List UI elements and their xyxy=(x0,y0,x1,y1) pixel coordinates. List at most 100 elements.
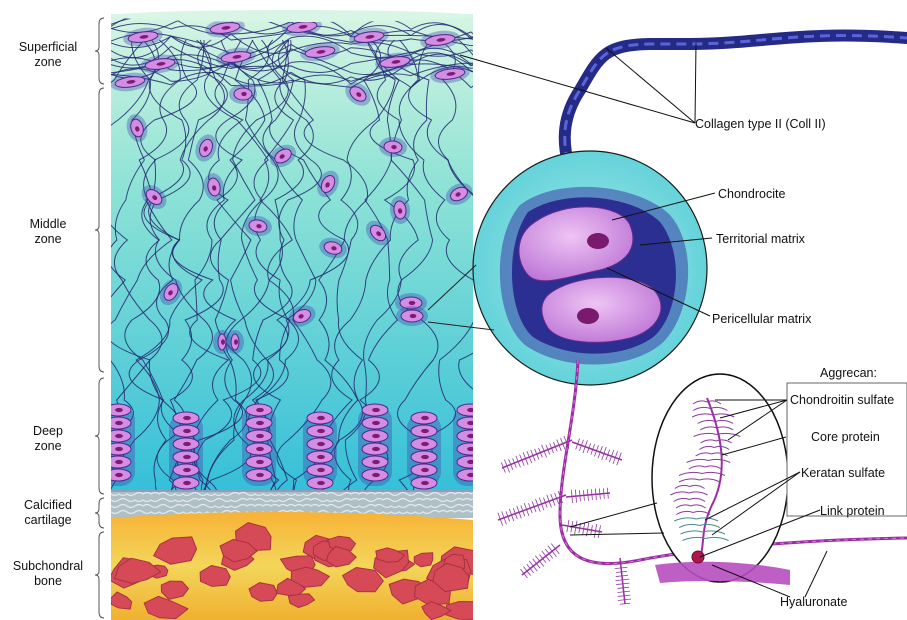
aggrecan-core xyxy=(572,442,622,460)
aggrecan-core xyxy=(522,545,560,575)
zone-brace xyxy=(95,18,104,84)
zone-calcified-line2: cartilage xyxy=(24,513,71,527)
cell-nucleus xyxy=(183,416,191,420)
chondrocyte xyxy=(396,306,428,326)
aggrecan-molecule xyxy=(615,558,631,604)
chondrocyte xyxy=(411,451,437,463)
zone-subchondral-line2: bone xyxy=(34,574,62,588)
cell-nucleus xyxy=(372,460,380,464)
chondrocyte xyxy=(105,404,131,416)
chondrocyte xyxy=(457,469,483,481)
cell-nucleus xyxy=(256,408,264,412)
glycosaminoglycan xyxy=(542,551,550,561)
cell-nucleus xyxy=(183,481,191,485)
cell-nucleus xyxy=(421,468,429,472)
surface-edge xyxy=(111,10,473,22)
chondrocyte xyxy=(173,477,199,489)
aggrecan-molecule xyxy=(501,436,572,473)
chondrocyte xyxy=(411,464,437,476)
chondrocyte xyxy=(229,84,257,104)
label-link-protein: Link protein xyxy=(820,504,885,518)
cell-nucleus xyxy=(467,434,475,438)
cell-nucleus xyxy=(256,434,264,438)
chondrocyte xyxy=(411,438,437,450)
chondrocyte xyxy=(457,456,483,468)
cell-nucleus xyxy=(410,314,417,318)
glycosaminoglycan xyxy=(583,490,584,500)
cell-nucleus xyxy=(256,473,264,477)
zone-labels: Superficial zone Middle zone Deep zone C… xyxy=(13,40,83,588)
zone-brace xyxy=(95,498,104,528)
cell-nucleus xyxy=(183,455,191,459)
cell-nucleus xyxy=(467,460,475,464)
glycosaminoglycan xyxy=(548,546,557,557)
cell-nucleus xyxy=(409,301,416,305)
cell-nucleus xyxy=(421,429,429,433)
chondrocyte xyxy=(246,456,272,468)
cell-nucleus xyxy=(115,421,123,425)
cell-nucleus xyxy=(183,468,191,472)
zone-deep-line2: zone xyxy=(34,439,61,453)
chondrocyte xyxy=(307,477,333,489)
cell-nucleus xyxy=(372,473,380,477)
cell-nucleus xyxy=(221,339,225,345)
chondrocyte xyxy=(307,438,333,450)
chondrocyte xyxy=(307,451,333,463)
chondrocyte xyxy=(105,456,131,468)
glycosaminoglycan xyxy=(595,488,596,500)
label-collagen: Collagen type II (Coll II) xyxy=(695,117,826,131)
chondrocyte xyxy=(105,469,131,481)
cell-nucleus xyxy=(467,447,475,451)
chondrocyte xyxy=(362,443,388,455)
glycosaminoglycan xyxy=(579,490,580,501)
link-protein-dot xyxy=(692,551,704,563)
cell-nucleus xyxy=(256,460,264,464)
chondrocyte xyxy=(246,404,272,416)
cell-nucleus xyxy=(372,434,380,438)
chondrocyte xyxy=(307,464,333,476)
label-pericellular-matrix: Pericellular matrix xyxy=(712,312,812,326)
cell-nucleus xyxy=(115,434,123,438)
chondrocyte xyxy=(362,404,388,416)
cell-nucleus xyxy=(317,481,325,485)
chondrocyte-lower xyxy=(542,277,661,342)
glycosaminoglycan xyxy=(551,544,559,554)
chondrocyte xyxy=(173,425,199,437)
chondrocyte xyxy=(307,412,333,424)
cell-nucleus xyxy=(317,416,325,420)
chondrocyte xyxy=(173,451,199,463)
cell-nucleus xyxy=(256,421,264,425)
zone-middle-line2: zone xyxy=(34,232,61,246)
zone-brace xyxy=(95,532,104,618)
nucleus-upper xyxy=(587,233,609,249)
label-territorial-matrix: Territorial matrix xyxy=(716,232,806,246)
chondrocyte xyxy=(246,469,272,481)
zone-superficial-line1: Superficial xyxy=(19,40,77,54)
cell-nucleus xyxy=(467,473,475,477)
chondrocyte xyxy=(246,443,272,455)
aggrecan-molecule xyxy=(498,491,566,526)
chondrocyte xyxy=(362,417,388,429)
cell-nucleus xyxy=(421,442,429,446)
zone-brace xyxy=(95,378,104,494)
chondrocyte xyxy=(226,330,244,354)
chondrocyte xyxy=(411,425,437,437)
label-core-protein: Core protein xyxy=(811,430,880,444)
cell-nucleus xyxy=(115,408,123,412)
chondrocyte xyxy=(457,443,483,455)
chondrocyte xyxy=(457,430,483,442)
cell-nucleus xyxy=(421,455,429,459)
aggrecan-molecule xyxy=(520,544,560,578)
zone-superficial-line2: zone xyxy=(34,55,61,69)
zone-calcified-line1: Calcified xyxy=(24,498,72,512)
chondrocyte xyxy=(105,443,131,455)
cell-nucleus xyxy=(372,421,380,425)
chondrocyte xyxy=(246,430,272,442)
zone-brace xyxy=(95,88,104,372)
cell-nucleus xyxy=(467,421,475,425)
cell-nucleus xyxy=(241,92,246,96)
aggrecan-molecule xyxy=(566,488,610,503)
aggrecan-core xyxy=(498,495,566,520)
glycosaminoglycan xyxy=(587,489,588,501)
